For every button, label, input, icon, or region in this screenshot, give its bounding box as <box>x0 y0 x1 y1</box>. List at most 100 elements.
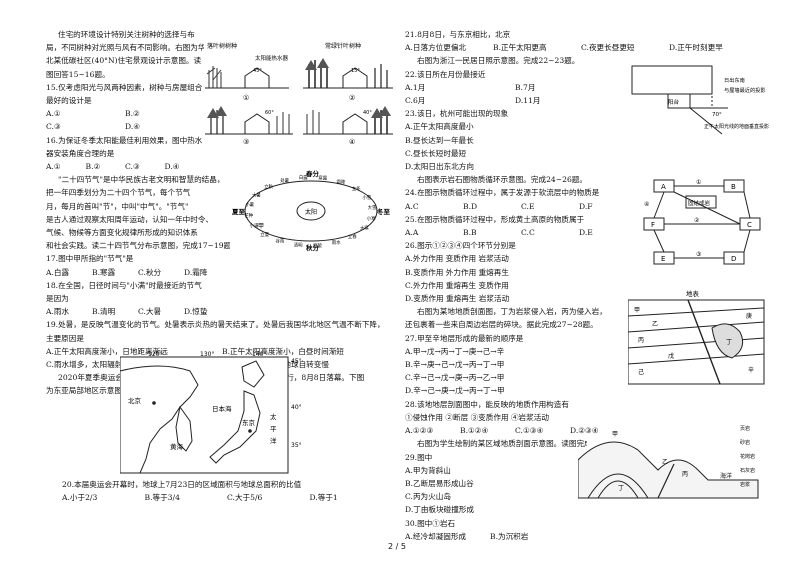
text-line: 24.在图示物质循环过程中，属于发源于软流层中的物质是 <box>405 188 600 198</box>
answer-option[interactable]: C.③ <box>46 122 61 132</box>
answer-option[interactable]: A.①②③ <box>405 426 434 436</box>
answer-option[interactable]: D.11月 <box>515 96 541 106</box>
answer-option[interactable]: B.D <box>463 201 478 211</box>
solar-term-label: 小满 <box>250 222 259 229</box>
option-row: A.经冷却凝固形成 B.为沉积岩 <box>405 530 575 543</box>
answer-option[interactable]: B.7月 <box>515 82 536 92</box>
svg-text:乙: 乙 <box>662 459 668 466</box>
answer-option[interactable]: A.正午太阳高度渐小，日地距离渐远 <box>46 346 168 356</box>
answer-option[interactable]: D.④ <box>164 162 180 172</box>
option-row: A.C B.D C.E D.F <box>405 200 637 213</box>
solar-term-label: 小寒 <box>367 215 376 222</box>
solar-term-label: 寒露 <box>318 175 327 182</box>
text-line: 21.8月8日，与东京相比，北京 <box>405 30 511 39</box>
option-row: A.①②③ B.①②④ C.①③④ D.②③④ <box>405 424 625 437</box>
svg-text:40°: 40° <box>363 110 372 116</box>
tree-house-figure: 落叶树树种 常绿针叶树种 太阳能热水器 45° ① 15° ② 60° ③ 40… <box>205 42 393 145</box>
answer-option[interactable]: B.② <box>85 162 101 172</box>
answer-option[interactable]: B.清明 <box>92 307 116 317</box>
answer-option[interactable]: D.霜降 <box>184 267 208 277</box>
text-line: 月，每月的首叫"节"，中叫"中气"。"节气" <box>46 201 189 211</box>
text-line: 气候、物候等方面变化规律所形成的知识体系 <box>46 228 198 238</box>
evergreen-label: 常绿针叶树种 <box>325 42 361 50</box>
answer-option[interactable]: D.④ <box>125 122 141 132</box>
scene-4-label: ④ <box>349 138 355 145</box>
text-line: B.辛→庚→己→戊→丙→丁→甲 <box>405 360 505 370</box>
text-line: D.太阳日出东北方向 <box>405 162 474 172</box>
option-row: C.6月 D.11月 <box>405 94 625 107</box>
text-line: 北某低碳社区(40°N)住宅景观设计示意图。读 <box>46 56 202 66</box>
text-line: 25.在图示物质循环过程中，形成黄土高原的物质属于 <box>405 214 585 224</box>
option-row: A.雨水 B.清明 C.大暑 D.惊蛰 <box>46 305 230 318</box>
answer-option[interactable]: C.E <box>521 201 535 211</box>
answer-option[interactable]: C.秋分 <box>138 267 162 277</box>
svg-text:甲: 甲 <box>612 431 618 438</box>
answer-option[interactable]: D.②③④ <box>570 426 599 436</box>
svg-text:15°: 15° <box>351 68 360 74</box>
svg-text:戊: 戊 <box>668 352 674 360</box>
q20-option-b[interactable]: B.等于3/4 <box>144 493 180 503</box>
answer-option[interactable]: B.①②④ <box>460 426 489 436</box>
svg-text:丙: 丙 <box>638 337 644 344</box>
text-line: ①侵蚀作用 ②断层 ③变质作用 ④岩浆活动 <box>405 412 549 422</box>
answer-option[interactable]: D.F <box>579 201 593 211</box>
text-line: 住宅的环境设计特别关注树种的选择与布 <box>58 30 195 39</box>
answer-option[interactable]: D.E <box>579 228 593 238</box>
svg-text:页岩: 页岩 <box>740 425 750 432</box>
answer-option[interactable]: C.③ <box>125 162 140 172</box>
svg-text:D: D <box>731 255 736 263</box>
q20-option-a[interactable]: A.小于2/3 <box>62 493 98 503</box>
q20-option-c[interactable]: C.大于5/6 <box>227 493 263 503</box>
solar-term-label: 谷雨 <box>276 238 285 245</box>
scene-4: 40° ④ <box>303 106 393 145</box>
answer-option[interactable]: A.1月 <box>405 82 426 92</box>
option-row: A.白露 B.寒露 C.秋分 D.霜降 <box>46 266 230 279</box>
text-line: 23.该日，杭州可能出现的现象 <box>405 109 509 119</box>
text-line: A.外力作用 变质作用 岩浆活动 <box>405 254 509 264</box>
heater-label: 太阳能热水器 <box>255 54 289 62</box>
answer-option[interactable]: A.雨水 <box>46 307 70 317</box>
answer-option[interactable]: A.① <box>46 109 61 119</box>
q20-option-d[interactable]: D.等于1 <box>309 493 338 503</box>
text-line: 图回答15~16题。 <box>46 69 110 79</box>
svg-text:35°: 35° <box>291 442 302 449</box>
answer-option[interactable]: A.经冷却凝固形成 <box>405 531 467 541</box>
answer-option[interactable]: B.为沉积岩 <box>490 531 529 541</box>
answer-option[interactable]: C.雨水增多，太阳辐射强度减弱 <box>46 360 153 370</box>
q20-options: A.小于2/3 B.等于3/4 C.大于5/6 D.等于1 <box>62 491 392 504</box>
solar-term-label: 惊蛰 <box>313 242 322 249</box>
answer-option[interactable]: A.日落方位更偏北 <box>405 43 467 53</box>
svg-text:洋: 洋 <box>270 436 277 445</box>
svg-text:130°: 130° <box>200 351 214 358</box>
answer-option[interactable]: B.② <box>125 109 140 119</box>
answer-option[interactable]: C.C <box>521 228 535 238</box>
answer-option[interactable]: A.① <box>46 162 61 172</box>
text-line: 最好的设计是 <box>46 96 92 106</box>
answer-option[interactable]: A.A <box>405 228 419 238</box>
answer-option[interactable]: B.寒露 <box>92 267 116 277</box>
answer-option[interactable]: D.惊蛰 <box>184 307 208 317</box>
scene-1-label: ① <box>243 94 249 102</box>
svg-text:庚: 庚 <box>746 312 752 320</box>
svg-text:B: B <box>731 183 736 191</box>
text-line: 主要原因是 <box>46 333 84 343</box>
scene-2-label: ② <box>349 94 355 102</box>
text-line: 26.图示①②③④四个环节分别是 <box>405 241 516 251</box>
answer-option[interactable]: A.C <box>405 201 419 211</box>
answer-option[interactable]: B.正午太阳更高 <box>493 43 547 53</box>
answer-option[interactable]: C.夜更长昼更短 <box>581 43 635 53</box>
text-line: 右图表示岩石圈物质循环示意图。完成24~26题。 <box>417 175 587 185</box>
text-line: C.丙为火山岛 <box>405 492 451 502</box>
answer-option[interactable]: B.B <box>463 228 477 238</box>
answer-option[interactable]: B.正午太阳高度渐小，白昼时间渐短 <box>222 346 344 356</box>
svg-text:45°: 45° <box>253 68 262 74</box>
answer-option[interactable]: A.白露 <box>46 267 70 277</box>
answer-option[interactable]: C.6月 <box>405 96 426 106</box>
answer-option[interactable]: C.①③④ <box>515 426 544 436</box>
svg-text:丁: 丁 <box>618 485 624 492</box>
text-line: A.正午太阳高度最小 <box>405 122 474 132</box>
svg-text:辛: 辛 <box>748 366 754 374</box>
answer-option[interactable]: C.大暑 <box>138 307 162 317</box>
answer-option[interactable]: D.正午时刻更早 <box>669 43 723 53</box>
svg-text:E: E <box>661 255 665 263</box>
